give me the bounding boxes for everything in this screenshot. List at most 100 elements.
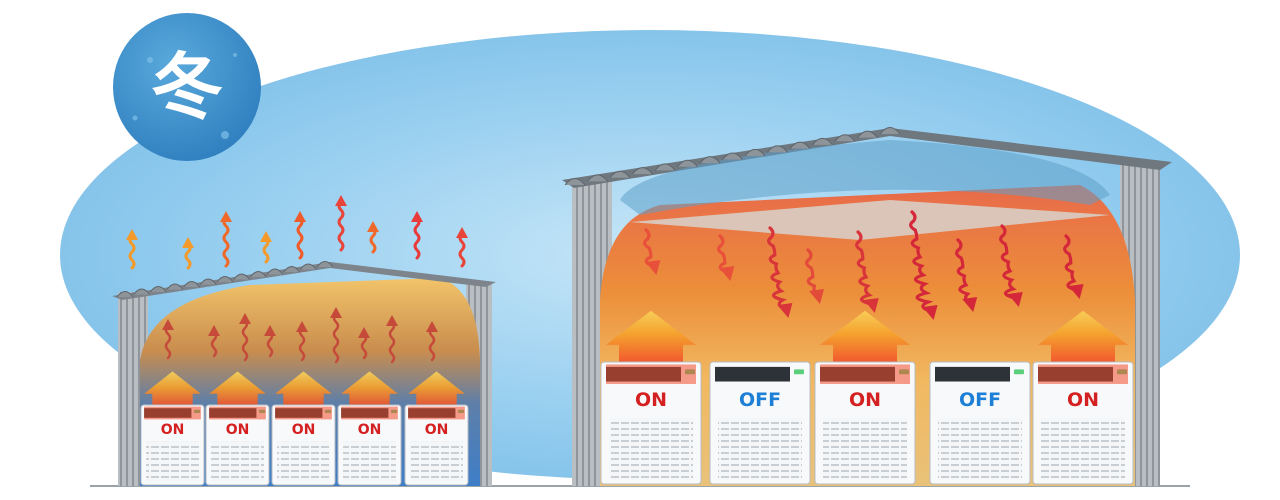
heat-arrow — [264, 325, 276, 358]
heat-arrow — [767, 226, 793, 318]
heat-arrow — [955, 238, 978, 312]
roof-ridge — [857, 130, 878, 138]
heater-state-label: ON — [161, 422, 185, 438]
heat-arrow — [335, 195, 347, 252]
warm-air-arrow — [408, 371, 465, 407]
heater-grille — [146, 441, 199, 482]
roof-ridge — [699, 156, 721, 164]
heat-arrow — [182, 237, 194, 270]
heat-arrow — [260, 231, 272, 264]
roof-ridge — [767, 145, 788, 153]
heat-glow — [408, 406, 465, 420]
heat-glow — [606, 364, 696, 384]
heat-arrow — [1063, 234, 1084, 299]
warm-air-arrow — [820, 310, 910, 364]
small-building-escaping-heat-arrows — [126, 195, 468, 270]
roof-ridge — [199, 278, 217, 285]
warm-air-arrow — [341, 371, 398, 407]
roof-ridge — [812, 137, 833, 146]
heater-unit: OFF — [709, 361, 811, 485]
small-building-roof-ridges — [116, 261, 334, 298]
heat-arrow — [126, 229, 138, 270]
heat-arrow — [717, 234, 735, 281]
heat-glow — [341, 406, 398, 420]
warm-air-arrow — [606, 310, 696, 364]
heat-arrow — [386, 315, 398, 364]
roof-ridge — [266, 268, 284, 275]
small-building-inner-heat-arrows — [162, 307, 438, 364]
roof-ridge — [677, 159, 698, 168]
heat-glow — [144, 406, 201, 420]
heater-unit: ON — [140, 371, 205, 486]
roof-ridge — [744, 148, 766, 157]
roof-ridge — [879, 127, 901, 135]
heat-arrow — [909, 210, 938, 320]
heater-grille — [277, 441, 330, 482]
roof-ridge — [133, 288, 151, 295]
status-led — [1014, 369, 1024, 375]
heat-arrow — [208, 325, 220, 358]
heater-unit: ON — [1032, 310, 1134, 485]
heat-arrow — [426, 321, 438, 362]
heat-arrow — [330, 307, 342, 364]
heat-glow — [275, 406, 332, 420]
heater-grille — [823, 418, 907, 480]
heat-glow — [209, 406, 266, 420]
roof-ridge — [166, 283, 184, 290]
roof-ridge — [564, 178, 586, 186]
heater-state-label: ON — [292, 422, 316, 438]
heat-arrow — [239, 313, 251, 362]
heat-arrow — [643, 228, 661, 275]
heater-grille — [1041, 418, 1125, 480]
heater-grille — [718, 418, 802, 480]
warm-air-arrow — [275, 371, 332, 407]
heater-unit: ON — [404, 371, 469, 486]
heat-arrow — [456, 227, 468, 268]
roof-ridge — [183, 281, 201, 288]
season-badge-text: 冬 — [151, 45, 223, 129]
heat-arrow — [411, 211, 423, 260]
roof-ridge — [316, 261, 334, 268]
large-building-ceiling-panel — [630, 200, 1110, 240]
status-led — [794, 369, 804, 375]
roof-ridge — [609, 170, 631, 179]
roof-ridge — [632, 167, 653, 175]
heater-unit: ON — [271, 371, 336, 486]
roof-ridge — [654, 163, 676, 171]
heat-arrow — [220, 211, 232, 268]
roof-ridge — [587, 174, 608, 182]
heater-grille — [211, 441, 264, 482]
heater-vent — [935, 366, 1010, 382]
heater-unit: ON — [337, 371, 402, 486]
roof-ridge — [216, 276, 234, 283]
heater-vent — [715, 366, 790, 382]
small-building-roof — [112, 262, 496, 300]
roof-ridge — [834, 134, 856, 142]
roof-ridge — [149, 286, 167, 293]
heater-state-label: ON — [226, 422, 250, 438]
large-building-roof-ridges — [564, 127, 901, 186]
small-building-heater-units: ON ON ON ON ON — [140, 371, 469, 486]
small-building: ON ON ON ON ON — [112, 195, 496, 486]
heater-grille — [343, 441, 396, 482]
roof-ridge — [249, 271, 267, 278]
heater-state-label: ON — [635, 389, 667, 411]
heater-grille — [609, 418, 693, 480]
heat-arrow — [162, 319, 174, 360]
large-building: ON OFF ON OFF ON — [562, 127, 1172, 486]
roof-ridge — [233, 273, 251, 280]
roof-ridge — [283, 266, 301, 273]
warm-air-arrow — [1038, 310, 1128, 364]
heater-grille — [938, 418, 1022, 480]
roof-ridge — [299, 263, 317, 270]
heater-unit: ON — [814, 310, 916, 485]
roof-ridge — [116, 291, 134, 298]
warm-air-arrow — [144, 371, 201, 407]
heat-arrow — [999, 224, 1023, 307]
heater-state-label: OFF — [959, 389, 1001, 411]
heat-arrow — [855, 230, 879, 313]
heater-state-label: ON — [425, 422, 449, 438]
heater-unit: OFF — [929, 361, 1031, 485]
heater-state-label: ON — [849, 389, 881, 411]
heat-arrow — [294, 211, 306, 260]
